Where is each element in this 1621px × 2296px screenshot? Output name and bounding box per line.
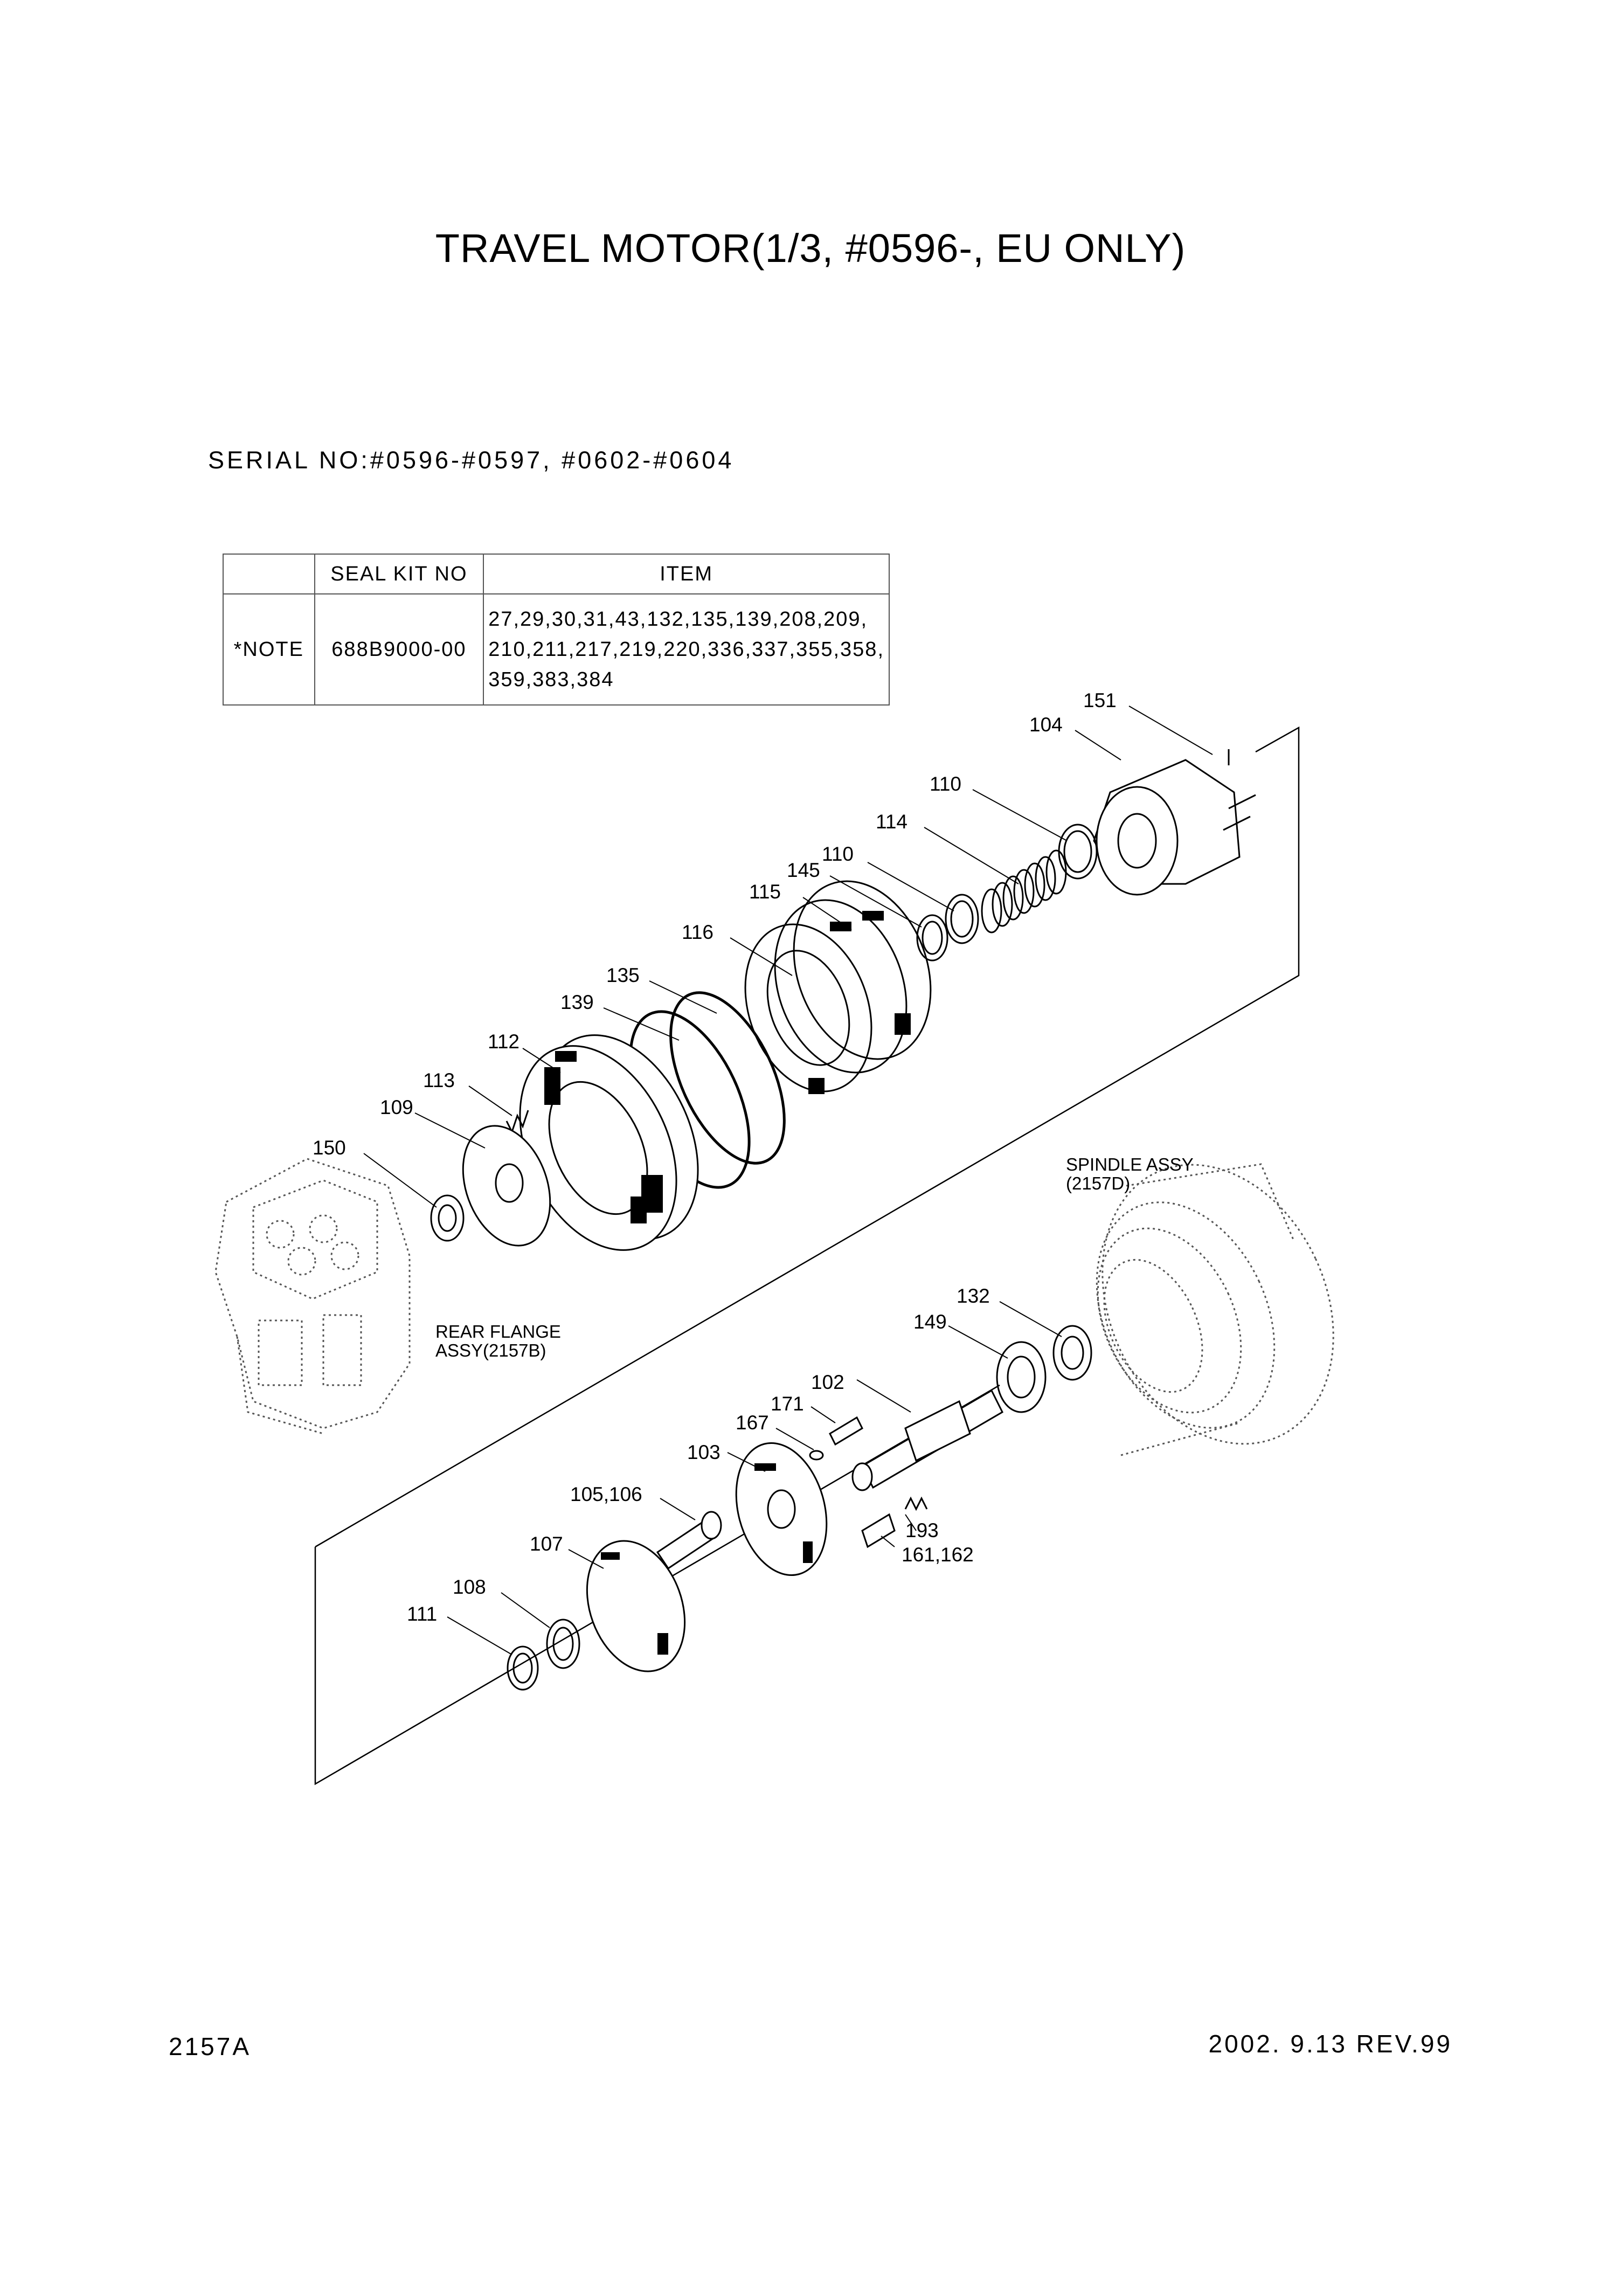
leader-lines xyxy=(363,706,1213,1655)
revision-date: 2002. 9.13 REV.99 xyxy=(1208,2030,1452,2058)
part-label: 108 xyxy=(453,1576,486,1598)
part-label: 110 xyxy=(822,843,854,865)
rear-flange-assy xyxy=(214,1158,411,1435)
header-seal-kit-no: SEAL KIT NO xyxy=(314,554,484,594)
kit-number-cell: 688B9000-00 xyxy=(314,593,484,706)
part-label: 193 xyxy=(905,1519,939,1541)
drawing-code: 2157A xyxy=(169,2032,252,2060)
part-132-149-bearings xyxy=(996,1325,1092,1413)
serial-number: SERIAL NO:#0596-#0597, #0602-#0604 xyxy=(208,446,735,474)
part-label: 113 xyxy=(423,1069,455,1091)
part-label: 114 xyxy=(876,811,908,833)
part-161-162-193 xyxy=(861,1496,928,1548)
rear-flange-annotation: ASSY(2157B) xyxy=(435,1340,546,1360)
part-label: 110 xyxy=(930,773,961,795)
part-label: 115 xyxy=(749,881,781,903)
part-115-tabs xyxy=(808,911,911,1094)
part-112-tabs xyxy=(544,1051,663,1223)
part-label: 112 xyxy=(488,1031,519,1053)
part-label: 139 xyxy=(560,991,594,1013)
items-line: 359,383,384 xyxy=(488,668,614,691)
part-label: 107 xyxy=(530,1533,563,1555)
table-header-row: SEAL KIT NO ITEM xyxy=(223,554,890,594)
spindle-assy xyxy=(1096,1163,1334,1456)
part-108-111-rings xyxy=(507,1619,580,1691)
part-label: 132 xyxy=(957,1285,990,1307)
part-label: 111 xyxy=(407,1603,437,1625)
part-107-tabs xyxy=(601,1552,668,1655)
header-item: ITEM xyxy=(483,554,890,594)
note-cell: *NOTE xyxy=(223,593,315,706)
part-150-bearing xyxy=(430,1194,465,1242)
part-label: 149 xyxy=(913,1311,947,1333)
part-label: 171 xyxy=(771,1393,804,1415)
part-label: 102 xyxy=(811,1371,844,1393)
part-label: 104 xyxy=(1029,714,1063,736)
part-105-106-piston xyxy=(656,1511,722,1570)
part-label: 116 xyxy=(682,921,713,943)
part-104-cylinder-block xyxy=(1093,749,1256,896)
part-label: 105,106 xyxy=(570,1483,642,1505)
part-110-rings xyxy=(916,824,1098,962)
part-label: 161,162 xyxy=(902,1544,974,1566)
part-label: 167 xyxy=(736,1412,769,1434)
spindle-annotation: SPINDLE ASSY xyxy=(1066,1154,1194,1174)
part-171-167-pins xyxy=(809,1416,863,1461)
part-label: 135 xyxy=(606,964,640,986)
part-label: 150 xyxy=(313,1137,346,1159)
items-line: 27,29,30,31,43,132,135,139,208,209, xyxy=(488,608,868,631)
part-label: 103 xyxy=(687,1441,721,1463)
page-title: TRAVEL MOTOR(1/3, #0596-, EU ONLY) xyxy=(435,226,1186,271)
part-113-spring xyxy=(505,1110,529,1134)
seal-kit-table: SEAL KIT NO ITEM *NOTE 688B9000-00 27,29… xyxy=(223,554,890,706)
items-line: 210,211,217,219,220,336,337,355,358, xyxy=(488,638,884,661)
part-label: 109 xyxy=(380,1096,413,1118)
items-cell: 27,29,30,31,43,132,135,139,208,209, 210,… xyxy=(483,593,890,706)
part-114-spring xyxy=(981,849,1067,933)
part-109-valve-plate xyxy=(462,1125,551,1247)
part-label: 151 xyxy=(1083,689,1117,711)
table-row: *NOTE 688B9000-00 27,29,30,31,43,132,135… xyxy=(223,593,890,706)
rear-flange-annotation: REAR FLANGE xyxy=(435,1322,561,1341)
header-blank xyxy=(223,554,315,594)
part-102-shaft xyxy=(851,1389,1003,1491)
spindle-annotation: (2157D) xyxy=(1066,1173,1130,1193)
part-label: 145 xyxy=(787,859,820,881)
